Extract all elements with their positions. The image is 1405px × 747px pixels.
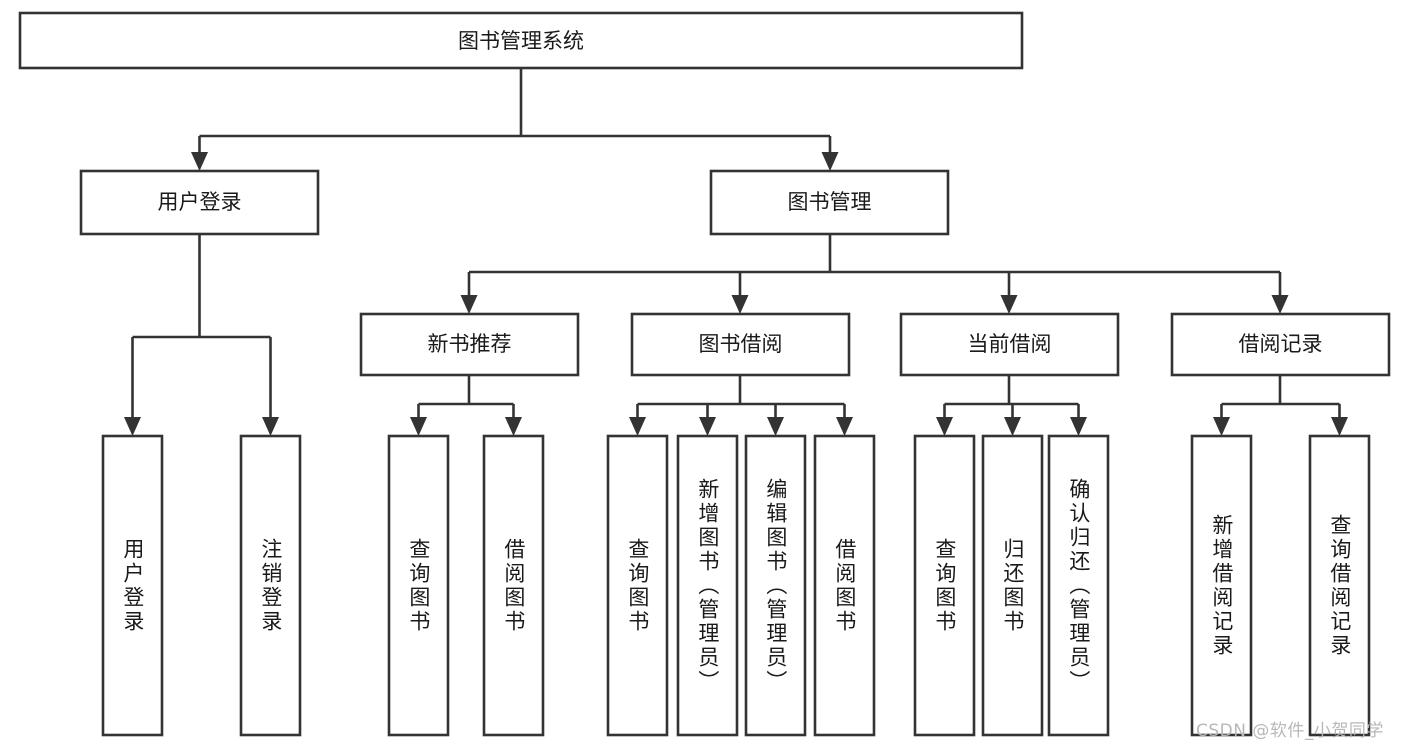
arrow-head-leaf-add-borrow-record: [1213, 417, 1230, 436]
node-borrow-record-box[interactable]: [1170, 312, 1391, 377]
connector-user-login-to-leaves: [124, 234, 279, 436]
arrow-head-leaf-edit-book-admin: [767, 417, 784, 436]
csdn-watermark: CSDN @软件_小贺同学: [1196, 721, 1384, 741]
arrow-head-leaf-user-login: [124, 417, 141, 436]
node-book-borrow-box[interactable]: [630, 312, 851, 377]
arrow-head-leaf-logout: [262, 417, 279, 436]
leaf-user-login-box[interactable]: [101, 434, 164, 737]
arrow-head-leaf-add-book-admin: [699, 417, 716, 436]
node-borrow-record-label: 借阅记录: [1239, 332, 1323, 356]
node-new-book-rec-box[interactable]: [359, 312, 580, 377]
leaf-add-borrow-record-box[interactable]: [1190, 434, 1253, 737]
arrow-head-leaf-query-book-rec: [410, 417, 427, 436]
node-root-box[interactable]: [18, 11, 1024, 70]
arrow-head-leaf-return-book: [1004, 417, 1021, 436]
node-root-label: 图书管理系统: [458, 29, 584, 53]
leaf-query-borrow-record-box[interactable]: [1308, 434, 1371, 737]
connector-root-to-level2: [191, 68, 839, 171]
node-user-login-box[interactable]: [79, 169, 320, 236]
arrow-head-leaf-query-book-cur: [936, 417, 953, 436]
node-book-manage-label: 图书管理: [788, 190, 872, 214]
node-new-book-rec[interactable]: 新书推荐: [359, 312, 580, 377]
leaf-boxes: [101, 434, 1371, 737]
leaf-query-book-cur-box[interactable]: [913, 434, 976, 737]
arrow-head-book-borrow: [731, 295, 749, 314]
node-current-borrow[interactable]: 当前借阅: [899, 312, 1120, 377]
leaf-return-book-box[interactable]: [981, 434, 1044, 737]
node-book-manage[interactable]: 图书管理: [709, 169, 950, 236]
arrow-head-new-book-rec: [460, 295, 478, 314]
node-current-borrow-box[interactable]: [899, 312, 1120, 377]
connector-book-borrow-to-leaves: [629, 375, 853, 436]
node-book-borrow[interactable]: 图书借阅: [630, 312, 851, 377]
arrow-head-borrow-record: [1271, 295, 1289, 314]
connector-book-manage-to-level3: [460, 234, 1289, 314]
arrow-head-leaf-query-borrow-record: [1331, 417, 1348, 436]
leaf-borrow-book-box[interactable]: [813, 434, 876, 737]
arrow-head-user-login: [191, 152, 208, 171]
node-book-manage-box[interactable]: [709, 169, 950, 236]
leaf-add-book-admin-box[interactable]: [676, 434, 739, 737]
arrow-head-leaf-borrow-book-rec: [505, 417, 522, 436]
connector-current-borrow-to-leaves: [936, 375, 1087, 436]
connector-borrow-record-to-leaves: [1213, 375, 1348, 436]
arrow-head-book-manage: [821, 152, 839, 171]
leaf-edit-book-admin-box[interactable]: [744, 434, 807, 737]
node-borrow-record[interactable]: 借阅记录: [1170, 312, 1391, 377]
node-user-login[interactable]: 用户登录: [79, 169, 320, 236]
arrow-head-current-borrow: [1000, 295, 1018, 314]
leaf-query-book-rec-box[interactable]: [387, 434, 450, 737]
arrow-head-leaf-confirm-return-admin: [1070, 417, 1087, 436]
leaf-logout-box[interactable]: [239, 434, 302, 737]
leaf-confirm-return-admin-box[interactable]: [1047, 434, 1110, 737]
node-book-borrow-label: 图书借阅: [699, 332, 783, 356]
node-user-login-label: 用户登录: [158, 190, 242, 214]
leaf-query-book-borrow-box[interactable]: [606, 434, 669, 737]
node-current-borrow-label: 当前借阅: [968, 332, 1052, 356]
arrow-head-leaf-borrow-book: [836, 417, 853, 436]
node-root[interactable]: 图书管理系统: [18, 11, 1024, 70]
connector-new-book-rec-to-leaves: [410, 375, 522, 436]
node-new-book-rec-label: 新书推荐: [428, 332, 512, 356]
leaf-borrow-book-rec-box[interactable]: [482, 434, 545, 737]
arrow-head-leaf-query-book-borrow: [629, 417, 646, 436]
